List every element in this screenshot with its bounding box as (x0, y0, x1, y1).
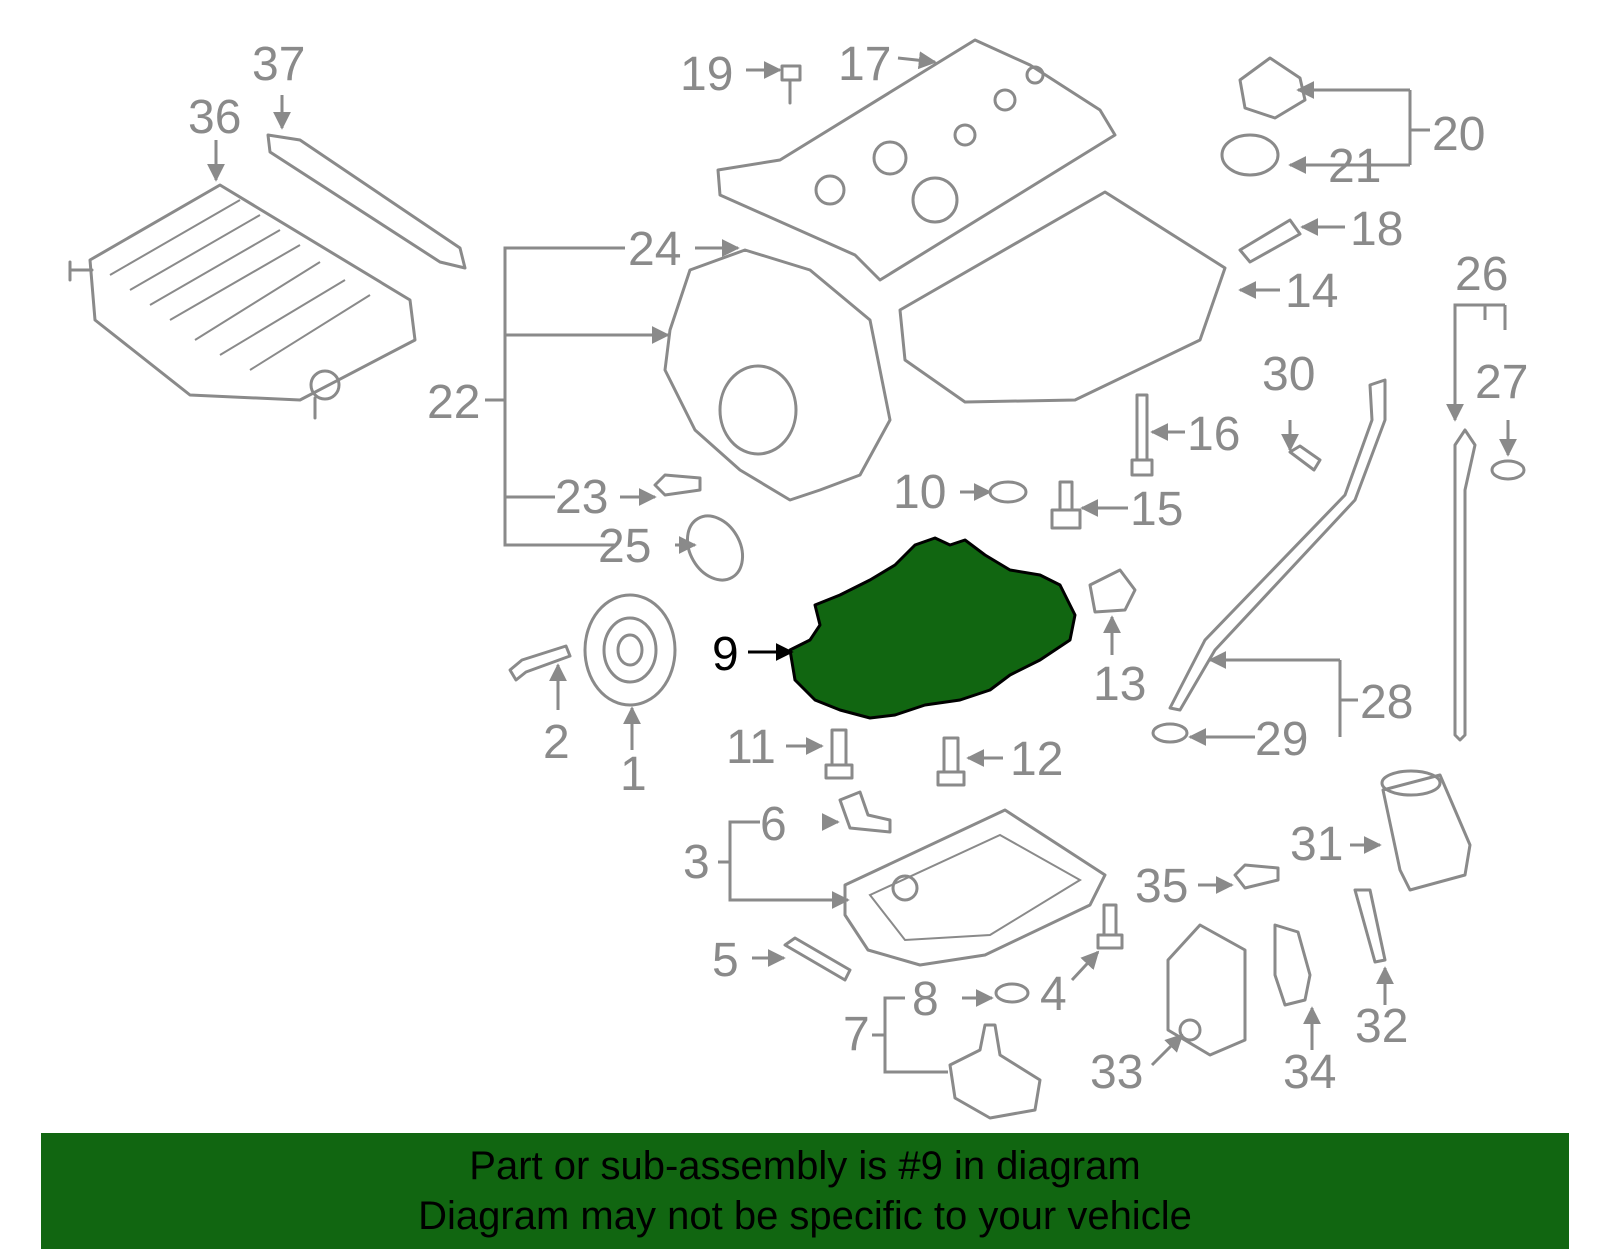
callout-4: 4 (1040, 968, 1067, 1021)
callout-22: 22 (427, 376, 480, 429)
bolt-16-part (1130, 393, 1154, 477)
callout-5: 5 (712, 934, 739, 987)
bolt-11-part (824, 728, 854, 780)
sensor-32-part (1353, 888, 1387, 964)
bolt-4-part (1096, 903, 1124, 950)
oil-pan-part (843, 808, 1107, 967)
callout-17: 17 (838, 38, 891, 91)
bolt-19-part (780, 64, 802, 105)
callout-33: 33 (1090, 1046, 1143, 1099)
callout-28: 28 (1360, 676, 1413, 729)
callout-21: 21 (1328, 140, 1381, 193)
callout-10: 10 (893, 466, 946, 519)
bolt-15-part (1050, 480, 1082, 530)
dipstick-tube-part (1168, 378, 1387, 712)
callout-2: 2 (543, 716, 570, 769)
seal-25-part (685, 514, 745, 582)
highlighted-part-9[interactable] (788, 536, 1077, 720)
pin-5-part (783, 936, 852, 982)
dipstick-part (1453, 428, 1477, 742)
banner-line-disclaimer: Diagram may not be specific to your vehi… (418, 1194, 1192, 1238)
callout-9-highlighted[interactable]: 9 (712, 628, 739, 681)
callout-15: 15 (1130, 483, 1183, 536)
callout-20: 20 (1432, 108, 1485, 161)
callout-16: 16 (1187, 408, 1240, 461)
sensor-6-part (838, 790, 892, 834)
oring-27-part (1490, 459, 1526, 481)
manifold-gasket-part (266, 133, 467, 270)
intake-manifold-part (68, 183, 417, 420)
valve-cover-part (716, 38, 1117, 282)
callout-36: 36 (188, 91, 241, 144)
callout-8: 8 (912, 973, 939, 1026)
callout-25: 25 (598, 520, 651, 573)
oring-29-part (1151, 722, 1189, 744)
cap-seal-part (1220, 133, 1280, 177)
callout-30: 30 (1262, 348, 1315, 401)
drain-assembly-part (948, 1023, 1042, 1120)
callout-35: 35 (1135, 860, 1188, 913)
washer-10-part (988, 480, 1028, 504)
bolt-35-part (1233, 863, 1280, 890)
callout-6: 6 (760, 798, 787, 851)
bracket-13-part (1088, 568, 1137, 614)
callout-32: 32 (1355, 1000, 1408, 1053)
shield-34-part (1273, 923, 1312, 1007)
callout-23: 23 (555, 471, 608, 524)
callout-12: 12 (1010, 733, 1063, 786)
callout-18: 18 (1350, 203, 1403, 256)
callout-13: 13 (1093, 658, 1146, 711)
banner-line-part-number: Part or sub-assembly is #9 in diagram (469, 1144, 1141, 1188)
leader-lines (207, 51, 1517, 1074)
callout-34: 34 (1283, 1046, 1336, 1099)
callout-1: 1 (620, 748, 647, 801)
info-banner: Part or sub-assembly is #9 in diagram Di… (41, 1133, 1569, 1249)
callout-27: 27 (1475, 356, 1528, 409)
bolt-23-part (653, 473, 702, 497)
callout-24: 24 (628, 223, 681, 276)
pulley-part (583, 593, 677, 707)
callout-37: 37 (252, 38, 305, 91)
parts-diagram: 37 36 19 17 20 21 18 24 14 26 22 30 27 1… (68, 38, 1528, 1120)
timing-cover-part (663, 248, 892, 502)
callout-26: 26 (1455, 248, 1508, 301)
callout-11: 11 (726, 721, 776, 774)
callout-7: 7 (843, 1008, 870, 1061)
sensor-18-part (1238, 218, 1302, 264)
bolt-12-part (936, 736, 966, 787)
callout-29: 29 (1255, 713, 1308, 766)
bolt-2-part (508, 644, 572, 682)
oring-8-part (994, 982, 1030, 1004)
head-cover-14-part (898, 190, 1227, 404)
oil-filter-part (1380, 769, 1472, 892)
oil-cooler-part (1166, 923, 1247, 1057)
callout-3: 3 (683, 836, 710, 889)
filler-cap-part (1238, 56, 1307, 120)
callout-19: 19 (680, 48, 733, 101)
callout-31: 31 (1290, 818, 1343, 871)
callout-14: 14 (1285, 265, 1338, 318)
bolt-30-part (1288, 444, 1322, 472)
